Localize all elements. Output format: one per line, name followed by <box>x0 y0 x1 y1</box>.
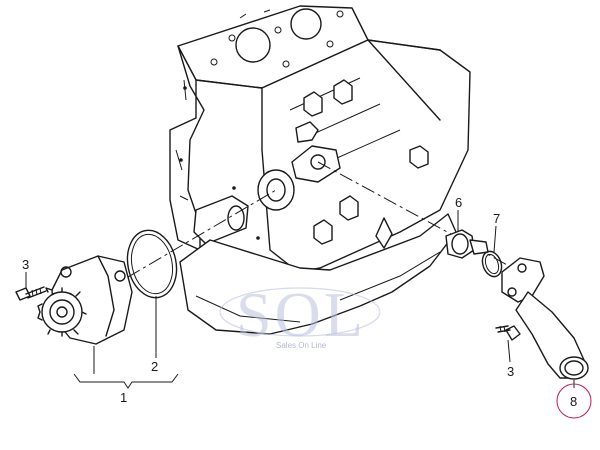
callout-3-right: 3 <box>507 364 514 379</box>
o-ring-part-2 <box>126 229 178 299</box>
callout-labels: 1 2 3 6 7 3 8 <box>22 195 592 419</box>
callout-6: 6 <box>455 195 462 210</box>
bolt-part-3-left <box>15 286 47 301</box>
callout-1: 1 <box>120 390 127 405</box>
watermark: SOL Sales On Line <box>219 279 381 350</box>
watermark-tagline: Sales On Line <box>276 341 327 350</box>
thermostat-part-6 <box>445 229 489 259</box>
callout-leaders <box>25 210 575 389</box>
callout-8-highlight-circle <box>556 383 592 419</box>
callout-8: 8 <box>570 394 577 409</box>
watermark-swoosh <box>219 287 381 337</box>
o-ring-part-7 <box>481 250 503 278</box>
callout-7: 7 <box>493 211 500 226</box>
bolt-part-3-right <box>495 325 521 341</box>
watermark-logo: SOL <box>236 279 366 350</box>
water-pump-part-1 <box>37 255 133 345</box>
coolant-flange-part-8 <box>501 257 589 380</box>
callout-2: 2 <box>151 359 158 374</box>
callout-3-left: 3 <box>22 257 29 272</box>
engine-block <box>169 5 471 335</box>
